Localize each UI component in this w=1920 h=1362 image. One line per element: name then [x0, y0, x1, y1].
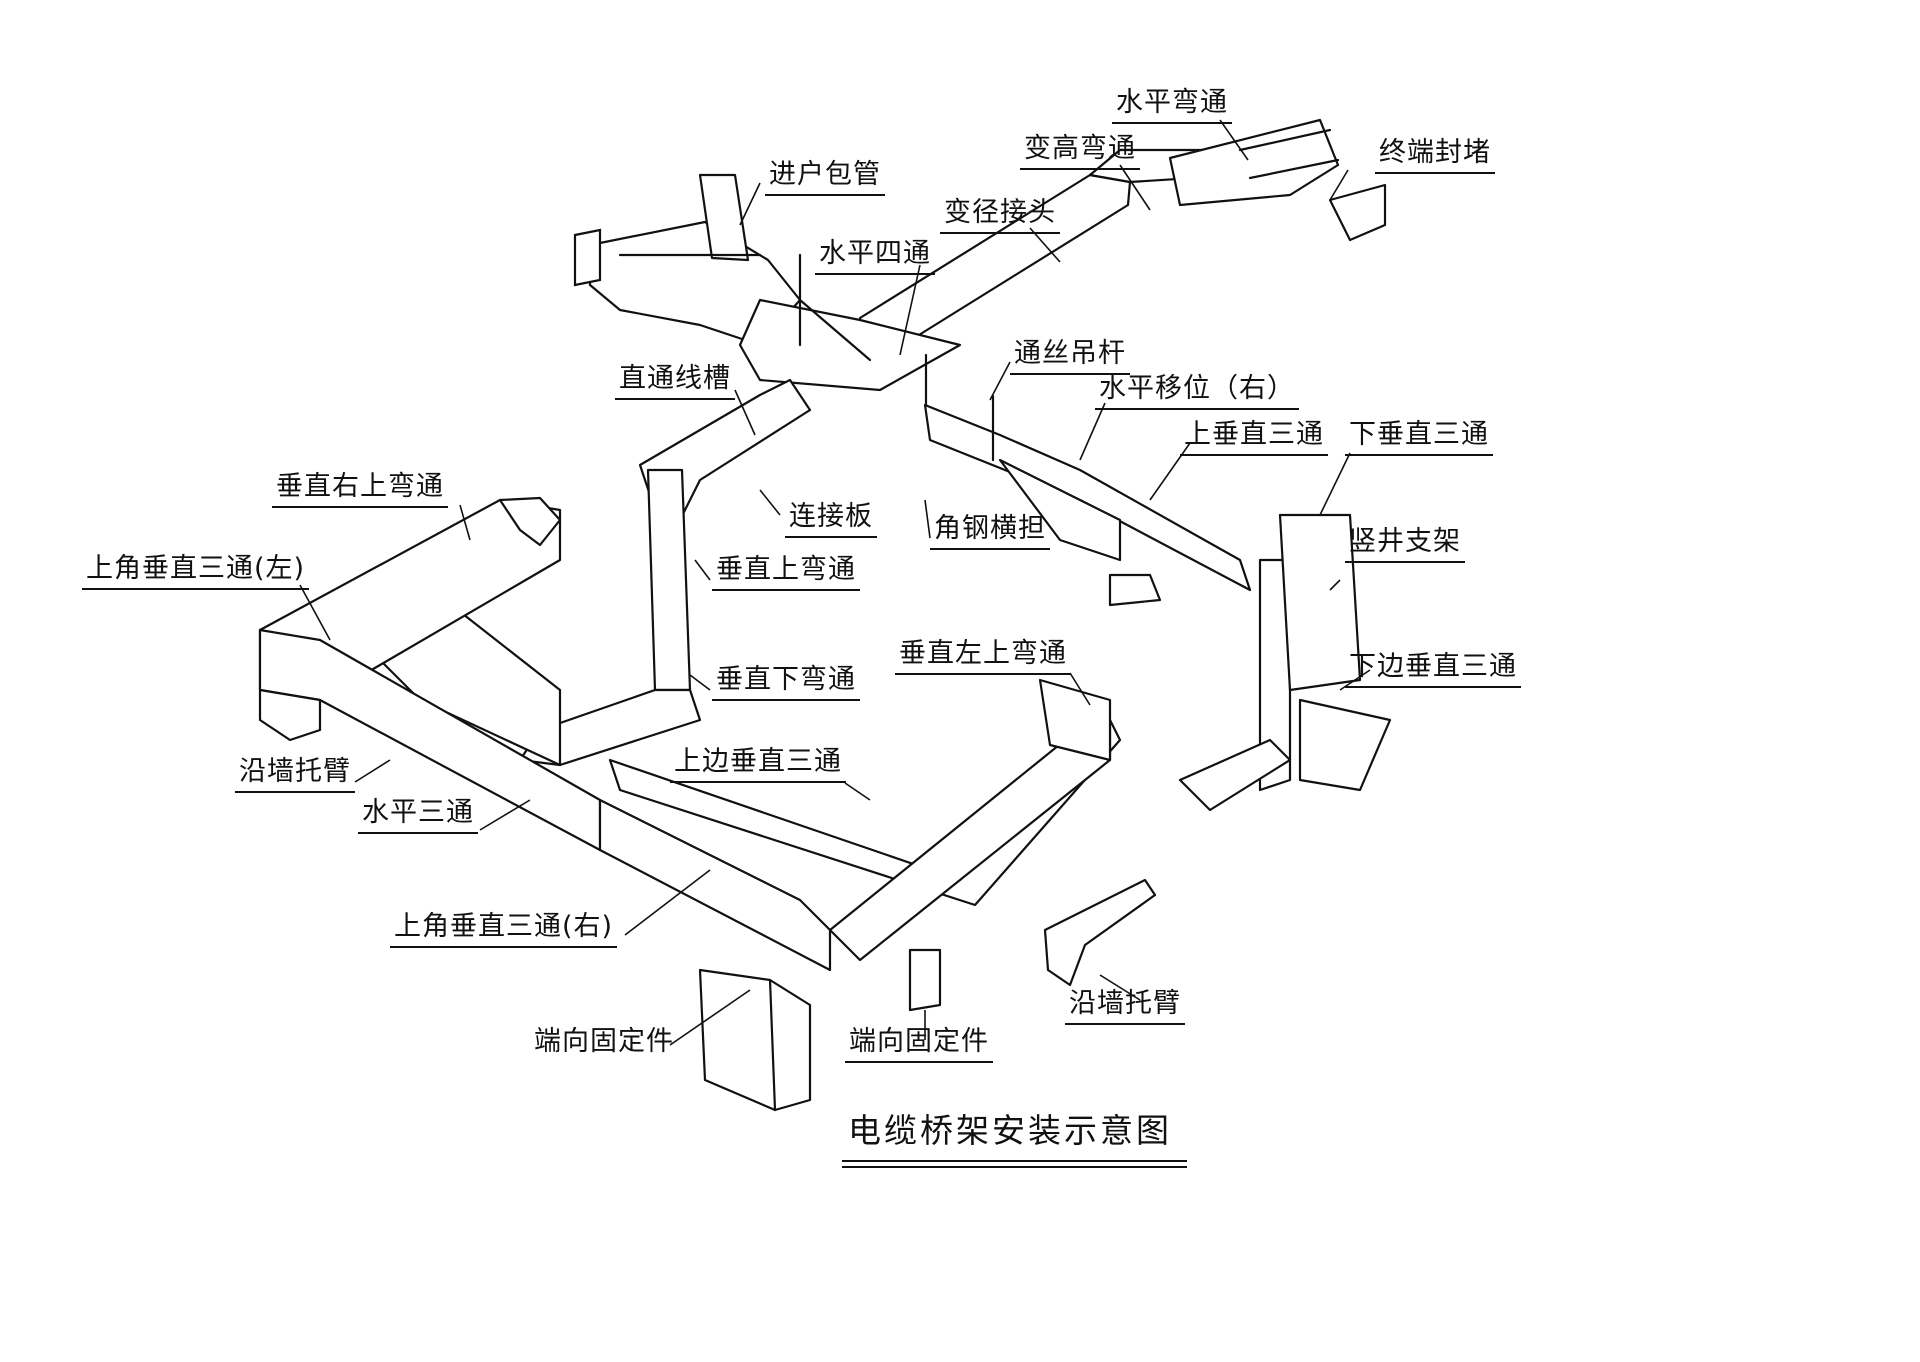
- label-vertical-left-up-bend: 垂直左上弯通: [895, 637, 1071, 675]
- label-wall-bracket-1: 沿墙托臂: [235, 755, 355, 793]
- title-underline-double: [842, 1166, 1187, 1168]
- label-lower-side-vertical-tee: 下边垂直三通: [1345, 650, 1521, 688]
- label-vertical-up-bend: 垂直上弯通: [712, 553, 860, 591]
- upper-right-run: [858, 118, 1340, 350]
- left-vertical-run: [378, 378, 812, 767]
- label-horizontal-cross: 水平四通: [815, 237, 935, 275]
- diagram-title: 电缆桥架安装示意图: [848, 1111, 1172, 1150]
- label-shaft-bracket: 竖井支架: [1345, 525, 1465, 563]
- label-horizontal-offset-right: 水平移位（右）: [1095, 372, 1299, 410]
- label-straight-trough: 直通线槽: [615, 362, 735, 400]
- label-end-cap: 终端封堵: [1375, 136, 1495, 174]
- title-underline: [842, 1160, 1187, 1162]
- label-height-change-bend: 变高弯通: [1020, 132, 1140, 170]
- label-entry-conduit: 进户包管: [765, 158, 885, 196]
- label-connecting-plate: 连接板: [785, 500, 877, 538]
- end-fixture-loose-part: [908, 948, 942, 1012]
- entry-conduit-run: [573, 173, 802, 347]
- label-wall-bracket-2: 沿墙托臂: [1065, 987, 1185, 1025]
- label-upper-vertical-tee: 上垂直三通: [1180, 418, 1328, 456]
- label-reducer: 变径接头: [940, 196, 1060, 234]
- left-outer-loop: [258, 496, 832, 972]
- label-vertical-right-up-bend: 垂直右上弯通: [272, 470, 448, 508]
- label-upper-corner-vertical-tee-right: 上角垂直三通(右): [390, 910, 618, 948]
- label-upper-side-vertical-tee: 上边垂直三通: [670, 745, 846, 783]
- label-end-fixture-2: 端向固定件: [845, 1025, 993, 1063]
- wall-bracket-loose-part: [1043, 878, 1157, 987]
- label-horizontal-bend: 水平弯通: [1112, 86, 1232, 124]
- label-lower-vertical-tee: 下垂直三通: [1345, 418, 1493, 456]
- label-end-fixture-1: 端向固定件: [534, 1026, 674, 1057]
- end-cap-loose-part: [1328, 183, 1387, 242]
- right-run: [923, 403, 1392, 812]
- label-threaded-rod: 通丝吊杆: [1010, 337, 1130, 375]
- label-upper-corner-vertical-tee-left: 上角垂直三通(左): [82, 552, 310, 590]
- label-vertical-down-bend: 垂直下弯通: [712, 663, 860, 701]
- end-fixture-block: [698, 968, 812, 1112]
- bottom-centre-loop: [608, 678, 1122, 962]
- leader-lines: [299, 119, 1371, 1046]
- label-angle-steel-crossarm: 角钢横担: [930, 512, 1050, 550]
- label-horizontal-tee: 水平三通: [358, 796, 478, 834]
- horizontal-cross-hub: [738, 298, 962, 392]
